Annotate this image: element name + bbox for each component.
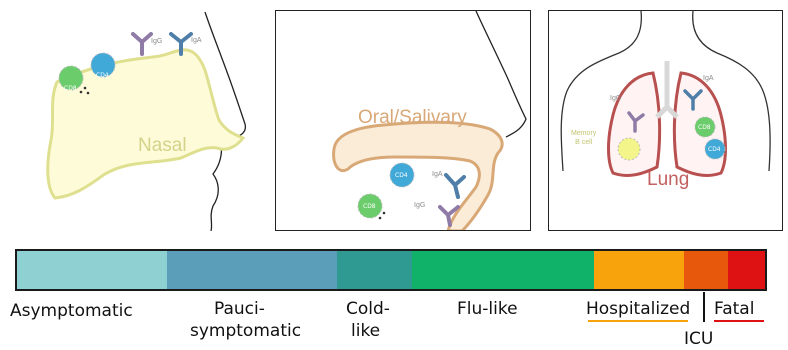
cd4-label: CD4 [708,146,721,153]
igg-label: IgG [151,38,162,45]
pauci-symptomatic-label-line2: symptomatic [190,320,301,342]
cd8-label: CD8 [698,124,711,131]
severity-color-bar [15,249,767,291]
icu-label: ICU [684,328,713,350]
cd4-label: CD4 [96,72,109,79]
igg-antibody-icon [133,34,151,54]
iga-label: IgA [703,75,714,82]
asymptomatic-label: Asymptomatic [10,300,133,322]
severity-segment-pauci-symptomatic [167,251,338,289]
lung-region-label: Lung [647,169,689,191]
iga-label: IgA [432,171,443,178]
hospitalized-underline [588,320,688,322]
icu-marker-line [703,292,705,322]
iga-antibody-icon [446,175,464,197]
memory-b-cell [618,138,640,160]
face-profile-outline [476,11,526,137]
lung-panel: IgG IgA Memory B cell CD8 CD4 Lung [548,10,783,231]
severity-segment-fatal [728,251,765,289]
cd4-label: CD4 [395,172,408,179]
cold-like-label-line2: like [351,320,380,342]
igg-label: IgG [414,202,425,209]
igg-label: IgG [610,95,621,102]
oral-region-label: Oral/Salivary [358,107,467,129]
hospitalized-label: Hospitalized [586,298,690,320]
memory-b-cell-label: Memory B cell [571,129,596,147]
fatal-underline [714,320,764,322]
cd8-label: CD8 [64,85,77,92]
oral-panel: Oral/Salivary CD4 CD8 IgA IgG [275,10,531,231]
cold-like-label-line1: Cold- [346,298,390,320]
severity-segment-flu-like [412,251,594,289]
severity-segment-icu [684,251,727,289]
severity-segment-cold-like [337,251,412,289]
pauci-symptomatic-label-line1: Pauci- [214,298,265,320]
severity-segment-asymptomatic [17,251,167,289]
nasal-panel: IgG IgA CD8 CD4 Nasal [5,10,257,231]
flu-like-label: Flu-like [457,298,518,320]
fatal-label: Fatal [714,298,754,320]
nasal-region-label: Nasal [138,135,187,157]
oral-cavity-shape [334,122,503,231]
cd8-label: CD8 [363,203,376,210]
severity-segment-hospitalized [594,251,685,289]
iga-label: IgA [191,37,202,44]
